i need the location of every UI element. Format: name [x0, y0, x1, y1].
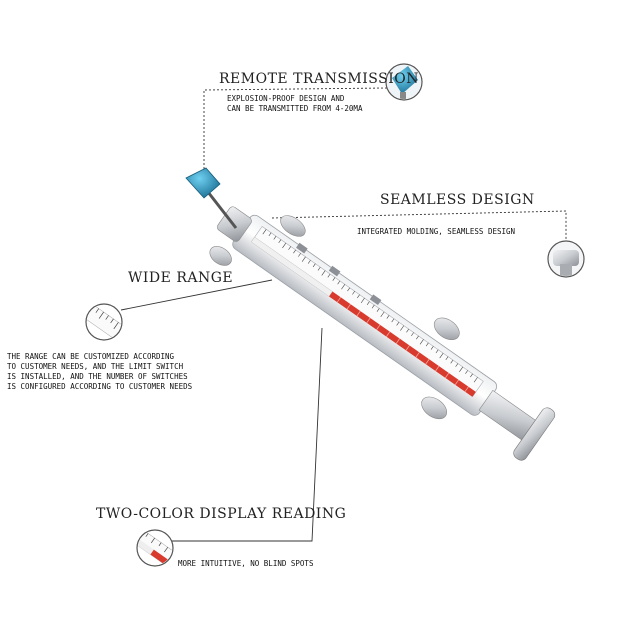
transmitter-detail-icon — [385, 63, 423, 101]
side-flange-upper — [209, 246, 232, 266]
seamless-detail-icon — [547, 240, 585, 278]
scale-ticks — [262, 229, 478, 383]
remote-leader — [203, 87, 388, 172]
seamless-desc-line: INTEGRATED MOLDING, SEAMLESS DESIGN — [357, 227, 516, 236]
remote-transmission-title: REMOTE TRANSMISSION — [219, 71, 419, 87]
top-flange — [280, 215, 306, 237]
range-leader — [120, 279, 273, 311]
twocolor-desc-line: MORE INTUITIVE, NO BLIND SPOTS — [178, 559, 314, 568]
bottom-flange-a — [421, 396, 448, 420]
scale-detail-icon — [85, 303, 123, 341]
scale-panel — [251, 225, 484, 397]
range-desc-line: THE RANGE CAN BE CUSTOMIZED ACCORDING — [7, 352, 175, 361]
side-flange-lower — [433, 317, 460, 341]
level-gauge — [209, 206, 556, 461]
two-color-detail-icon — [136, 529, 174, 567]
wide-range-title: WIDE RANGE — [128, 270, 234, 286]
two-color-desc: MORE INTUITIVE, NO BLIND SPOTS — [178, 559, 313, 569]
bottom-flange-b — [513, 407, 556, 461]
two-color-title: TWO-COLOR DISPLAY READING — [96, 506, 347, 522]
range-desc-line: TO CUSTOMER NEEDS, AND THE LIMIT SWITCH — [7, 362, 184, 371]
seamless-design-title: SEAMLESS DESIGN — [380, 192, 535, 208]
range-desc-line: IS INSTALLED, AND THE NUMBER OF SWITCHES — [7, 372, 188, 381]
range-desc-line: IS CONFIGURED ACCORDING TO CUSTOMER NEED… — [7, 382, 193, 391]
transmitter-head — [185, 167, 238, 229]
twocolor-leader — [170, 327, 323, 542]
limit-switch-2 — [328, 265, 341, 277]
remote-transmission-desc: EXPLOSION-PROOF DESIGN AND CAN BE TRANSM… — [227, 94, 362, 114]
remote-desc-line: EXPLOSION-PROOF DESIGN AND — [227, 94, 345, 103]
limit-switch-1 — [296, 242, 308, 254]
remote-desc-line: CAN BE TRANSMITTED FROM 4-20MA — [227, 104, 363, 113]
wide-range-desc: THE RANGE CAN BE CUSTOMIZED ACCORDING TO… — [7, 352, 192, 392]
seamless-design-desc: INTEGRATED MOLDING, SEAMLESS DESIGN — [357, 227, 515, 237]
leader-lines — [120, 87, 567, 542]
limit-switch-3 — [369, 294, 382, 306]
indicator-flaps — [336, 297, 469, 392]
indicator-red-section — [329, 291, 476, 397]
